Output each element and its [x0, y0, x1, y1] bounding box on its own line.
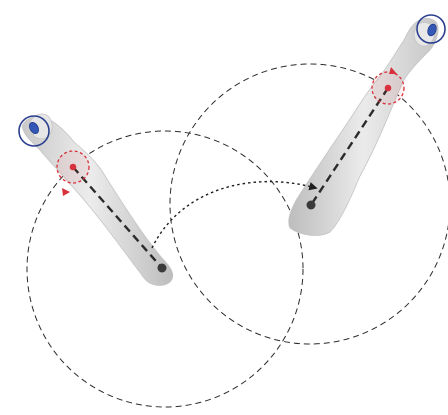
left-rotation-circle — [26, 130, 304, 408]
left-wrist-joint — [56, 150, 90, 196]
right-wrist-joint — [371, 67, 405, 105]
right-joint-dot — [384, 84, 392, 92]
left-arm-axis — [72, 166, 163, 269]
right-marker — [416, 14, 446, 44]
left-pivot-dot — [157, 263, 167, 273]
left-arm-body — [21, 116, 174, 286]
left-joint-dot — [69, 163, 77, 171]
left-rotation-arrow-icon — [62, 188, 70, 196]
left-arm — [21, 113, 174, 286]
right-rotation-arrow-icon — [389, 67, 397, 74]
right-arm-axis — [309, 87, 390, 206]
right-marker-circle — [416, 14, 446, 44]
left-marker — [18, 115, 50, 147]
right-marker-tip — [427, 23, 437, 37]
left-marker-tip — [29, 122, 39, 134]
left-marker-circle — [18, 115, 50, 147]
right-pivot-dot — [306, 200, 316, 210]
transition-arrow-icon — [151, 181, 318, 249]
